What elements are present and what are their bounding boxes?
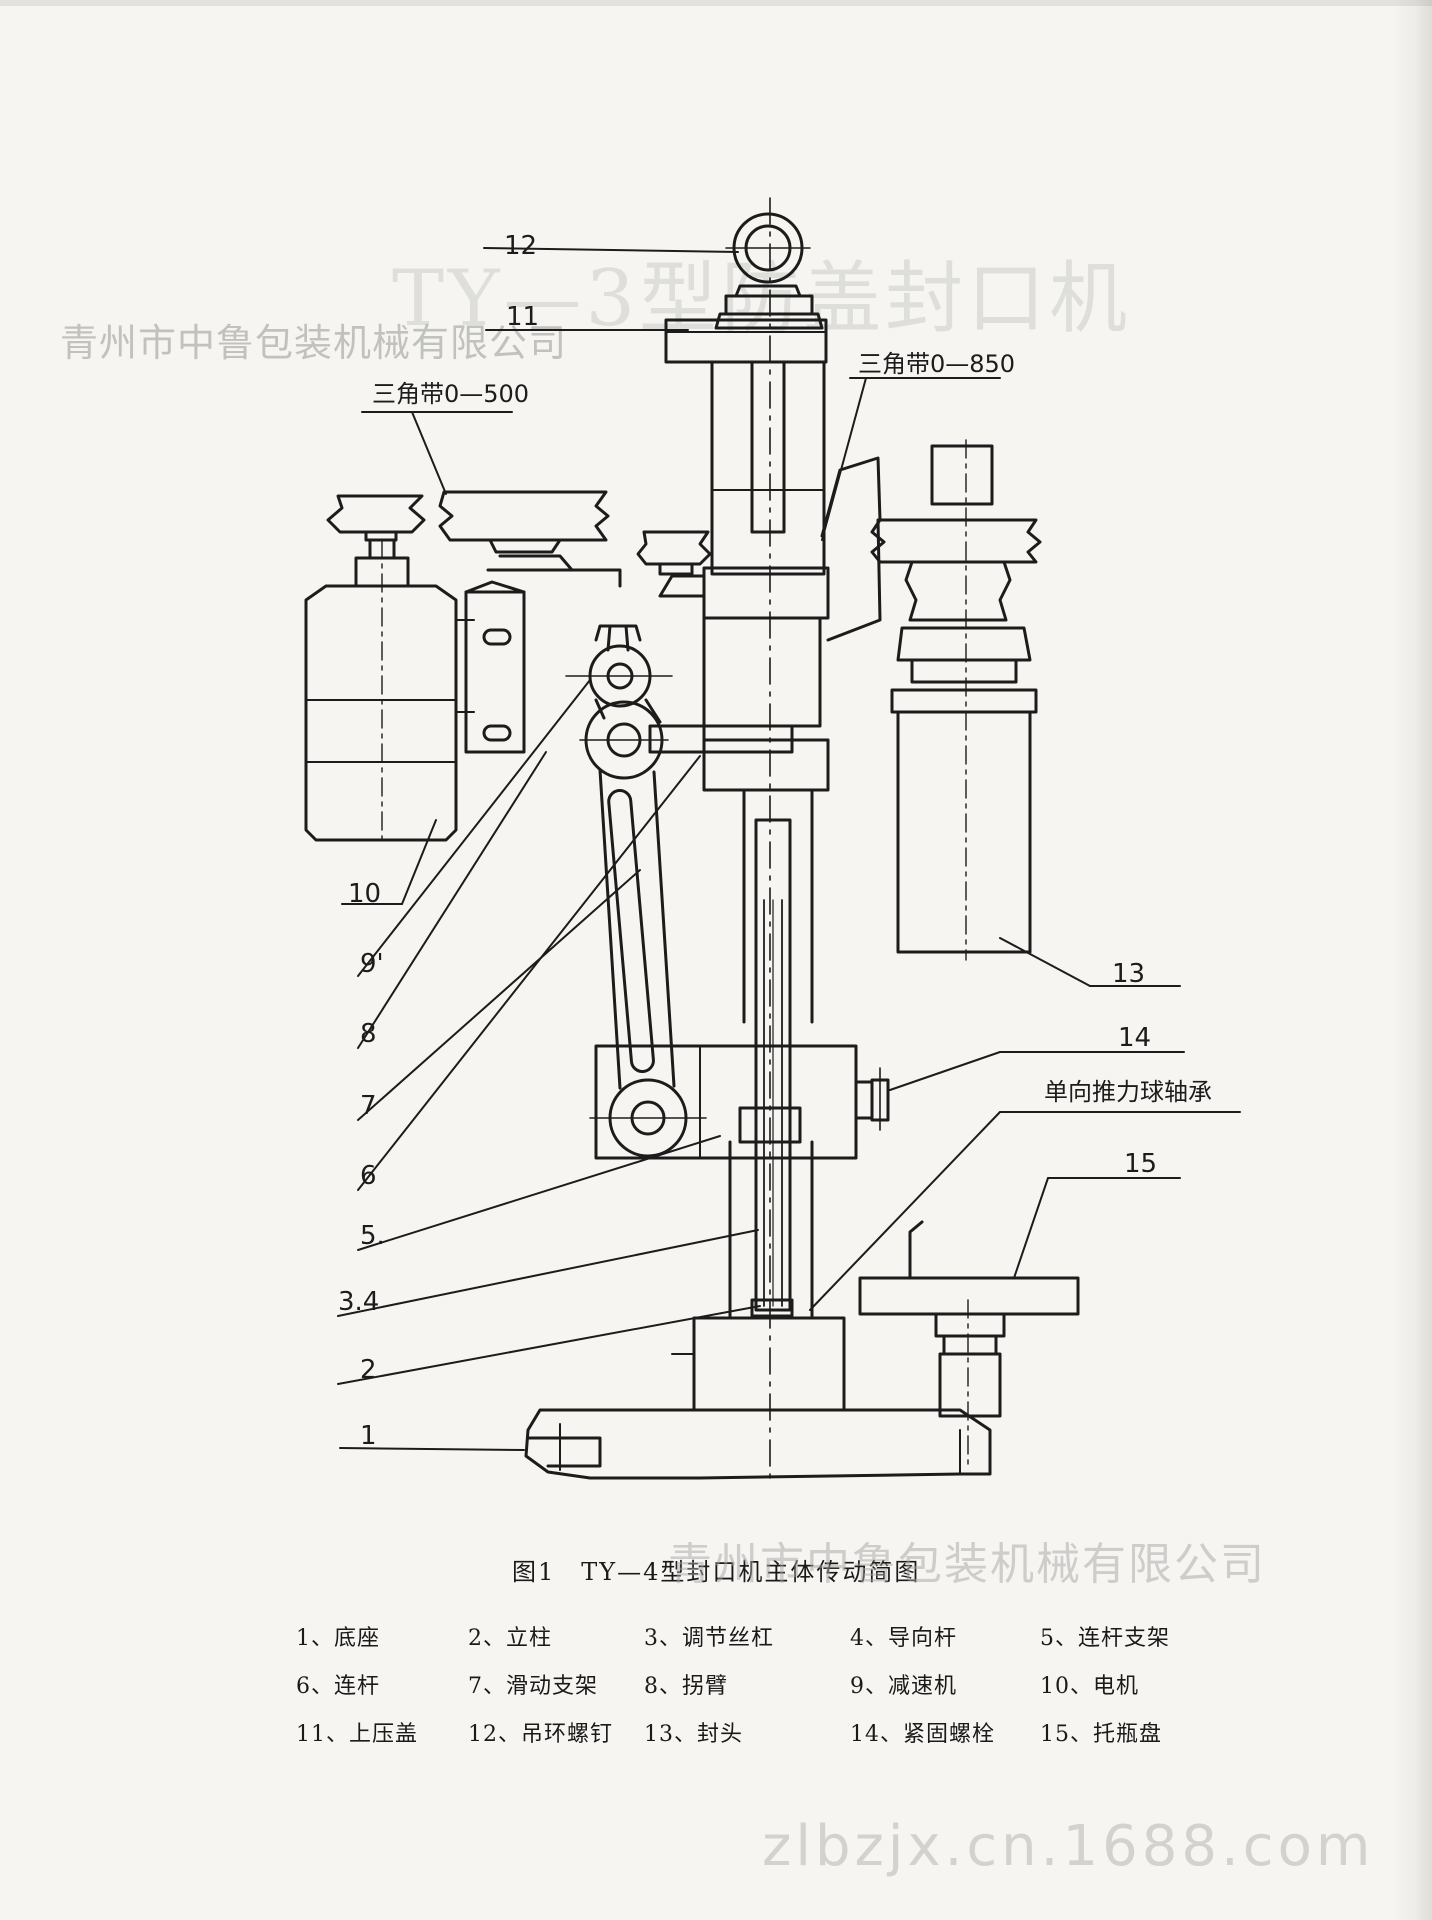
legend-item: 6、连杆 [296, 1674, 380, 1699]
callout-7: 7 [360, 1091, 377, 1121]
legend-item: 13、封头 [644, 1722, 743, 1747]
legend-item: 3、调节丝杠 [644, 1626, 774, 1651]
sliding-block-part [594, 1044, 890, 1160]
page-shadow [1392, 0, 1432, 1920]
callout-12: 12 [504, 231, 537, 261]
reducer-small-pulley [636, 530, 712, 576]
figure-caption: 图1 TY—4型封口机主体传动简图 [512, 1558, 921, 1586]
callout-belt-850: 三角带0—850 [858, 350, 1015, 378]
legend-item: 10、电机 [1040, 1674, 1139, 1699]
legend-item: 9、减速机 [850, 1674, 957, 1699]
callout-15: 15 [1124, 1149, 1157, 1179]
legend-item: 14、紧固螺栓 [850, 1722, 995, 1747]
legend-item: 15、托瓶盘 [1040, 1722, 1162, 1747]
legend-item: 1、底座 [296, 1626, 380, 1651]
crank-arm-part [565, 624, 673, 724]
eye-bolt-part [714, 212, 824, 330]
parts-legend: 1、底座 2、立柱 3、调节丝杠 4、导向杆 5、连杆支架 6、连杆 7、滑动支… [296, 1624, 1210, 1750]
callout-2: 2 [360, 1355, 377, 1385]
column-part [728, 788, 814, 1318]
legend-item: 7、滑动支架 [468, 1674, 598, 1699]
company-watermark-top: 青州市中鲁包装机械有限公司 [60, 321, 568, 365]
column-head-block [648, 566, 830, 792]
bottle-tray-part [858, 1220, 1080, 1471]
upper-cap-part [664, 318, 828, 364]
reducer-large-pulley [438, 490, 610, 554]
callout-5: 5. [360, 1221, 385, 1251]
legend-item: 12、吊环螺钉 [468, 1722, 613, 1747]
callout-8: 8 [360, 1019, 377, 1049]
motor-pulley [326, 494, 426, 542]
motor-part [304, 538, 458, 842]
callout-6: 6 [360, 1161, 377, 1191]
belt-bracket [820, 456, 882, 642]
legend-item: 4、导向杆 [850, 1626, 957, 1651]
base-part [524, 1316, 992, 1480]
sealing-head-part [870, 439, 1042, 961]
callout-9: 9' [360, 949, 384, 979]
leader-lines [337, 247, 1241, 1451]
upper-column-part [710, 360, 826, 576]
callout-10: 10 [348, 879, 381, 909]
callout-bearing: 单向推力球轴承 [1044, 1078, 1212, 1106]
legend-item: 11、上压盖 [296, 1722, 418, 1747]
legend-item: 5、连杆支架 [1040, 1626, 1170, 1651]
legend-item: 8、拐臂 [644, 1674, 728, 1699]
callout-14: 14 [1118, 1023, 1151, 1053]
callout-11: 11 [506, 302, 539, 332]
page-edge [0, 0, 1432, 6]
site-url-watermark: zlbzjx.cn.1688.com [762, 1814, 1375, 1879]
legend-item: 2、立柱 [468, 1626, 552, 1651]
connecting-rod-part [579, 700, 707, 1158]
callout-3-4: 3.4 [338, 1287, 379, 1317]
callout-belt-500: 三角带0—500 [372, 380, 529, 408]
callout-1: 1 [360, 1421, 377, 1451]
reducer-part [455, 554, 622, 754]
callout-13: 13 [1112, 959, 1145, 989]
caption-overlay-watermark: 青州市中鲁包装机械有限公司 [668, 1539, 1266, 1590]
